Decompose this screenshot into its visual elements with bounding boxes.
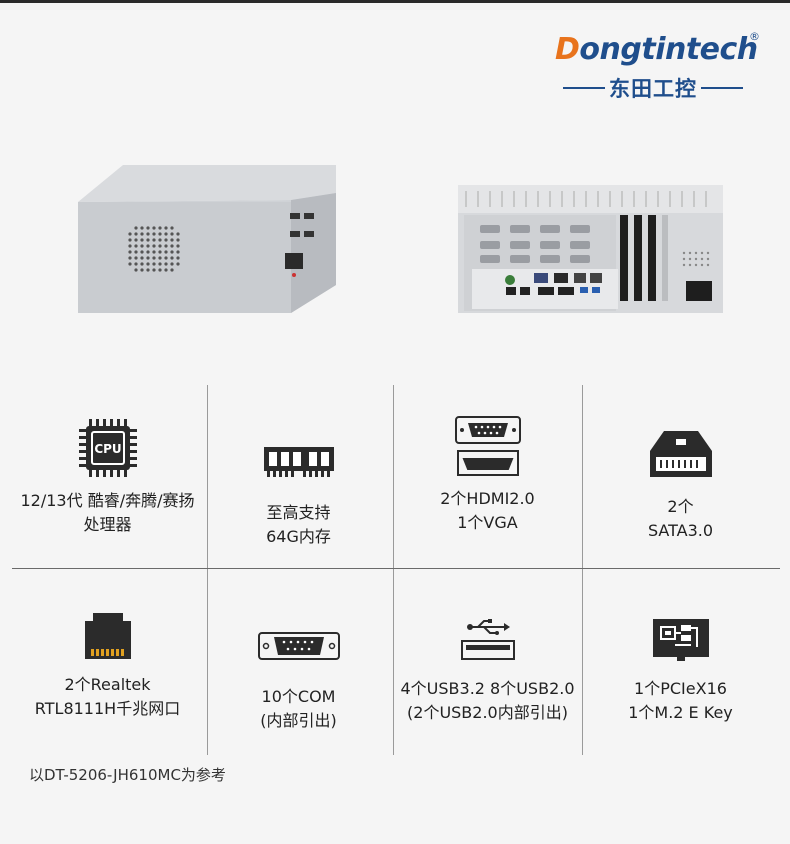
brand-name: Dongtintech: [555, 32, 758, 67]
memory-icon: [263, 447, 334, 477]
svg-text:CPU: CPU: [94, 442, 121, 456]
grid-divider: [582, 385, 583, 755]
serial-port-icon: [257, 632, 340, 660]
brand-cn-name: 东田工控: [563, 74, 743, 102]
feature-label: 1个M.2 E Key: [628, 703, 733, 722]
feature-label: RTL8111H千兆网口: [34, 699, 181, 718]
feature-label: 1个VGA: [457, 513, 518, 532]
reference-note: 以DT-5206-JH610MC为参考: [29, 766, 226, 784]
feature-grid: CPU 12/13代 酷睿/奔腾/赛扬 处理器 至高支持 64G内存: [0, 385, 790, 755]
product-front-image: [78, 165, 336, 313]
feature-label: 64G内存: [266, 527, 331, 546]
feature-display: 2个HDMI2.0 1个VGA: [390, 413, 585, 535]
feature-label: SATA3.0: [647, 521, 714, 540]
registered-mark: ®: [749, 30, 760, 43]
feature-label: 10个COM: [261, 687, 336, 706]
ethernet-port-icon: [84, 613, 131, 659]
grid-divider: [207, 385, 208, 755]
feature-usb: 4个USB3.2 8个USB2.0 (2个USB2.0内部引出): [390, 595, 585, 725]
feature-label: 2个: [667, 497, 694, 516]
feature-label: 至高支持: [266, 503, 331, 522]
feature-label: (2个USB2.0内部引出): [407, 703, 568, 722]
feature-expansion: 1个PCIeX16 1个M.2 E Key: [583, 595, 778, 725]
feature-label: 2个Realtek: [64, 675, 151, 694]
feature-label: 12/13代 酷睿/奔腾/赛扬: [20, 491, 195, 510]
cpu-icon: CPU: [78, 419, 137, 477]
grid-divider: [12, 568, 780, 569]
sata-icon: [649, 431, 712, 477]
top-border: [0, 0, 790, 3]
expansion-card-icon: [652, 619, 709, 661]
feature-label: 2个HDMI2.0: [440, 489, 535, 508]
usb-icon: [460, 619, 515, 660]
feature-memory: 至高支持 64G内存: [201, 413, 396, 549]
feature-label: 处理器: [83, 515, 132, 534]
product-rear-image: [458, 185, 723, 313]
feature-label: 4个USB3.2 8个USB2.0: [400, 679, 575, 698]
feature-label: (内部引出): [260, 711, 337, 730]
feature-label: 1个PCIeX16: [634, 679, 727, 698]
display-port-icon: [454, 416, 521, 476]
brand-logo: Dongtintech ® 东田工控: [555, 30, 765, 104]
grid-divider: [393, 385, 394, 755]
feature-com: 10个COM (内部引出): [201, 595, 396, 733]
feature-ethernet: 2个Realtek RTL8111H千兆网口: [10, 595, 205, 721]
feature-cpu: CPU 12/13代 酷睿/奔腾/赛扬 处理器: [10, 413, 205, 537]
feature-sata: 2个 SATA3.0: [583, 413, 778, 543]
